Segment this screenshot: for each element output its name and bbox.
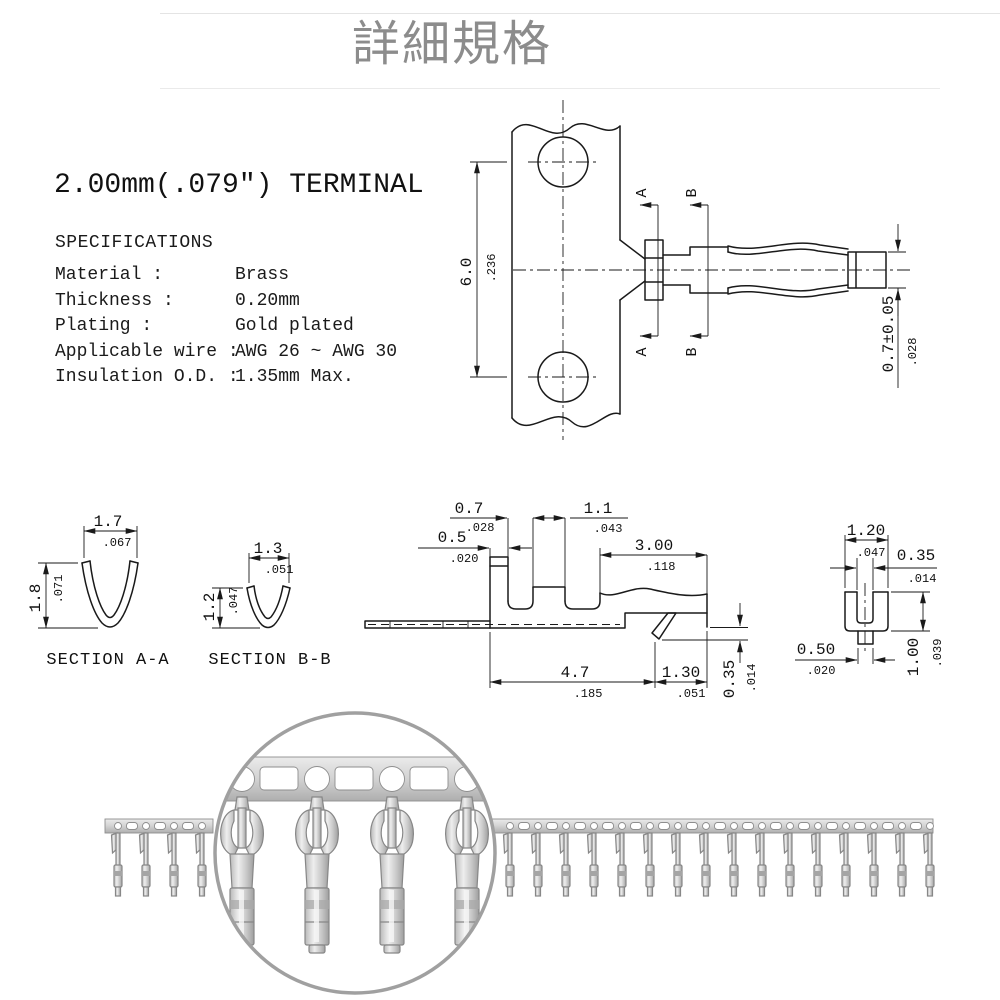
dim-bb-width-mm: 1.3	[254, 540, 283, 558]
dim-pitch-mm: 6.0	[458, 258, 476, 287]
header-rule-top	[160, 13, 1000, 14]
dim-body-mm: 4.7	[561, 664, 590, 682]
dim-tip-mm: 0.7±0.05	[880, 296, 898, 373]
section-aa-drawing: 1.7 .067 1.8 .071 SECTION A-A	[27, 513, 169, 670]
spec-row-insulation: Insulation O.D. : 1.35mm Max.	[55, 367, 354, 393]
dim-aa-depth-in: .071	[52, 575, 66, 604]
section-marker-a-top: A	[634, 188, 651, 197]
dim-end-width-in: .047	[857, 546, 886, 560]
dim-tab-mm: 0.5	[438, 529, 467, 547]
header-rule-bottom	[160, 88, 940, 89]
spec-value: 0.20mm	[235, 290, 300, 311]
spec-label: Applicable wire :	[55, 341, 239, 362]
side-view-drawing: 0.7 .028 1.1 .043 0.5 .020 3.00 .118 4.7…	[364, 500, 759, 701]
dim-end-thick-mm: 0.35	[897, 547, 935, 565]
dim-slot1-in: .028	[466, 521, 495, 535]
product-heading: 2.00mm(.079") TERMINAL	[54, 170, 424, 201]
section-bb-drawing: 1.3 .051 1.2 .047 SECTION B-B	[201, 540, 331, 670]
section-marker-b-bottom: B	[684, 347, 701, 356]
spec-value: 1.35mm Max.	[235, 367, 354, 387]
spec-row-plating: Plating : Gold plated	[55, 316, 354, 342]
spec-value: Gold plated	[235, 316, 354, 336]
dim-lance-h-in: .014	[745, 664, 759, 693]
dim-bb-width-in: .051	[265, 563, 294, 577]
terminal-strip-right	[491, 818, 935, 897]
dim-slot2-in: .043	[594, 522, 623, 536]
dim-aa-width-in: .067	[103, 536, 132, 550]
dim-pitch-in: .236	[485, 254, 499, 283]
section-marker-b-top: B	[684, 188, 701, 197]
dim-bb-depth-in: .047	[227, 587, 241, 616]
spec-row-material: Material : Brass	[55, 265, 289, 291]
dim-end-tab-mm: 0.50	[797, 641, 835, 659]
dim-end-width-mm: 1.20	[847, 522, 885, 540]
dim-end-height-mm: 1.00	[905, 638, 923, 676]
spec-label: Thickness :	[55, 290, 174, 311]
dim-bb-depth-mm: 1.2	[201, 593, 219, 622]
section-aa-label: SECTION A-A	[46, 651, 169, 670]
magnifier-circle-border	[213, 711, 497, 995]
dim-lance-mm: 1.30	[662, 664, 700, 682]
dim-aa-depth-mm: 1.8	[27, 584, 45, 613]
dim-slot1-mm: 0.7	[455, 500, 484, 518]
specifications-heading: SPECIFICATIONS	[55, 233, 214, 253]
spec-value: AWG 26 ~ AWG 30	[235, 341, 398, 362]
dim-contact-in: .118	[647, 560, 676, 574]
spec-label: Material :	[55, 265, 164, 285]
terminal-strip-left	[104, 818, 214, 897]
spec-label: Insulation O.D. :	[55, 367, 239, 387]
dim-contact-mm: 3.00	[635, 537, 673, 555]
dim-lance-h-mm: 0.35	[721, 660, 739, 698]
page-title: 詳細規格	[351, 16, 553, 72]
dim-end-tab-in: .020	[807, 664, 836, 678]
dim-body-in: .185	[574, 687, 603, 701]
section-marker-a-bottom: A	[634, 347, 651, 356]
dim-aa-width-mm: 1.7	[94, 513, 123, 531]
dim-end-height-in: .039	[931, 639, 945, 668]
end-view-drawing: 1.20 .047 0.35 .014 0.50 .020 1.00 .039	[795, 522, 945, 678]
spec-value: Brass	[235, 265, 290, 285]
product-photo	[104, 711, 935, 995]
dim-end-thick-in: .014	[908, 572, 937, 586]
spec-row-thickness: Thickness : 0.20mm	[55, 290, 300, 317]
section-bb-label: SECTION B-B	[208, 651, 331, 670]
dim-lance-in: .051	[677, 687, 706, 701]
spec-label: Plating :	[55, 316, 153, 336]
dim-slot2-mm: 1.1	[584, 500, 613, 518]
front-view-drawing: A A B B 6.0 .236 0.7±0.05 .028	[458, 100, 920, 440]
spec-row-wire: Applicable wire : AWG 26 ~ AWG 30	[55, 341, 397, 368]
dim-tip-in: .028	[906, 338, 920, 367]
dim-tab-in: .020	[450, 552, 479, 566]
specifications-block: SPECIFICATIONS Material : Brass Thicknes…	[55, 233, 397, 393]
